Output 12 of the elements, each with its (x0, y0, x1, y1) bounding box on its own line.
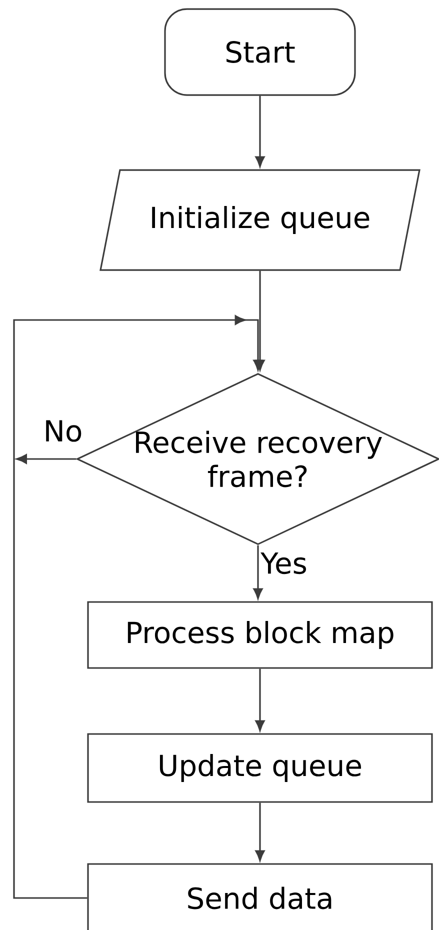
arrow (253, 545, 263, 600)
arrow (255, 96, 265, 168)
process-box: Send data (87, 863, 433, 930)
arrow (13, 315, 263, 899)
process-box: Process block map (87, 601, 433, 669)
input-parallelogram: Initialize queue (100, 169, 420, 271)
edge-label: Yes (260, 552, 308, 576)
terminal-box: Start (164, 8, 356, 96)
arrow (16, 454, 76, 464)
arrow (255, 668, 265, 732)
arrow (255, 802, 265, 862)
process-box: Update queue (87, 733, 433, 803)
